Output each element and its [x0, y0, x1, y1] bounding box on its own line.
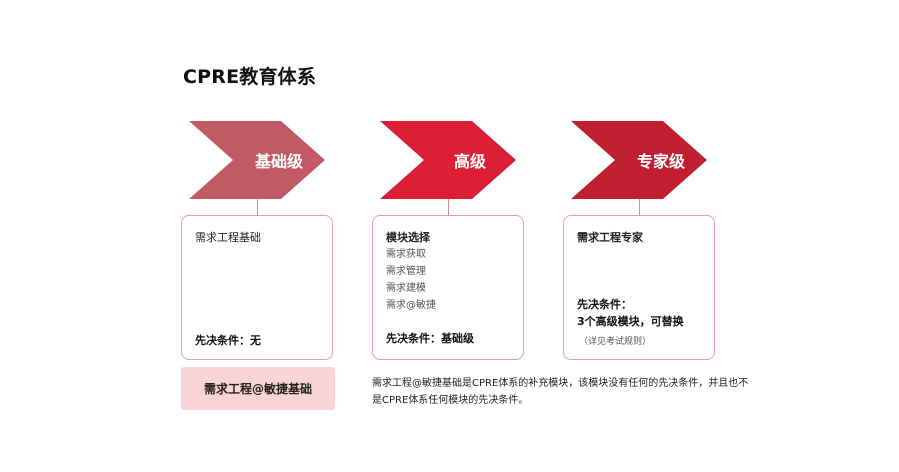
card-module-list: 需求获取 需求管理 需求建模 需求@敏捷 — [386, 246, 436, 314]
card-note: （详见考试规则） — [579, 337, 652, 347]
agile-module-box: 需求工程@敏捷基础 — [181, 367, 335, 410]
module-item: 需求获取 — [386, 249, 426, 260]
card-prereq: 先决条件： 3个高级模块，可替换 — [577, 296, 684, 330]
card-head: 需求工程专家 — [577, 231, 643, 244]
chevron-shape — [189, 121, 325, 199]
chevron-label: 专家级 — [636, 152, 685, 171]
chevron-label: 高级 — [453, 152, 486, 171]
card-head: 需求工程基础 — [195, 231, 261, 244]
card-expert-level: 需求工程专家 先决条件： 3个高级模块，可替换 （详见考试规则） — [563, 215, 715, 360]
agile-module-description: 需求工程@敏捷基础是CPRE体系的补充模块，该模块没有任何的先决条件，并且也不是… — [372, 378, 749, 406]
card-prereq: 先决条件：基础级 — [386, 332, 474, 345]
module-item: 需求@敏捷 — [386, 300, 436, 311]
chevron-label: 基础级 — [254, 152, 303, 171]
chevron-basic-level: 基础级 — [189, 121, 325, 199]
module-item: 需求建模 — [386, 283, 426, 294]
connector-line — [639, 199, 640, 215]
card-prereq-detail: 3个高级模块，可替换 — [577, 315, 684, 328]
module-item: 需求管理 — [386, 266, 426, 277]
card-head: 模块选择 — [386, 231, 430, 244]
chevron-shape — [380, 121, 516, 199]
card-advanced-level: 模块选择 需求获取 需求管理 需求建模 需求@敏捷 先决条件：基础级 — [372, 215, 524, 360]
connector-line — [257, 199, 258, 215]
card-prereq: 先决条件：无 — [195, 334, 261, 347]
chevron-expert-level: 专家级 — [571, 121, 707, 199]
card-prereq-title: 先决条件： — [577, 298, 632, 311]
card-basic-level: 需求工程基础 先决条件：无 — [181, 215, 333, 360]
chevron-shape — [571, 121, 707, 199]
connector-line — [448, 199, 449, 215]
page-title: CPRE教育体系 — [183, 66, 317, 88]
chevron-advanced-level: 高级 — [380, 121, 516, 199]
